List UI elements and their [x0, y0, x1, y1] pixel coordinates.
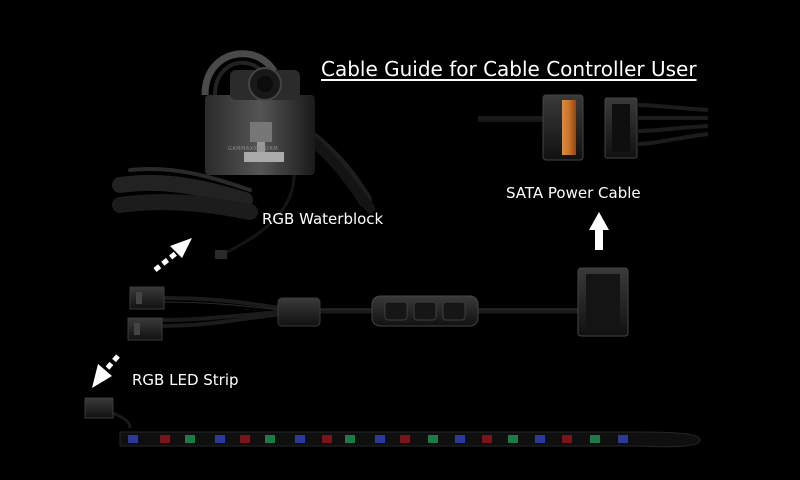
cable-controller [371, 295, 479, 327]
waterblock-brand-text: GAMMAXXSTORM [228, 146, 279, 152]
sata-power-cable [478, 94, 709, 161]
page-title: Cable Guide for Cable Controller User [321, 57, 697, 81]
arrow-up-icon [589, 212, 609, 250]
rgb-led-strip-label: RGB LED Strip [132, 371, 239, 389]
sata-power-cable-label: SATA Power Cable [506, 184, 641, 202]
waterblock-rgb-connector [215, 250, 227, 259]
cable-splitter-hub [277, 297, 321, 327]
rgb-splitter-connectors [127, 286, 165, 341]
led-chip-row [128, 435, 628, 443]
rgb-led-strip [84, 397, 701, 448]
rgb-waterblock-label: RGB Waterblock [262, 210, 384, 228]
rgb-waterblock [201, 50, 315, 175]
arrow-down-left-icon [92, 354, 120, 388]
sata-connector-controller [577, 267, 629, 337]
arrow-up-right-icon [153, 238, 192, 272]
controller-cable [159, 296, 580, 328]
